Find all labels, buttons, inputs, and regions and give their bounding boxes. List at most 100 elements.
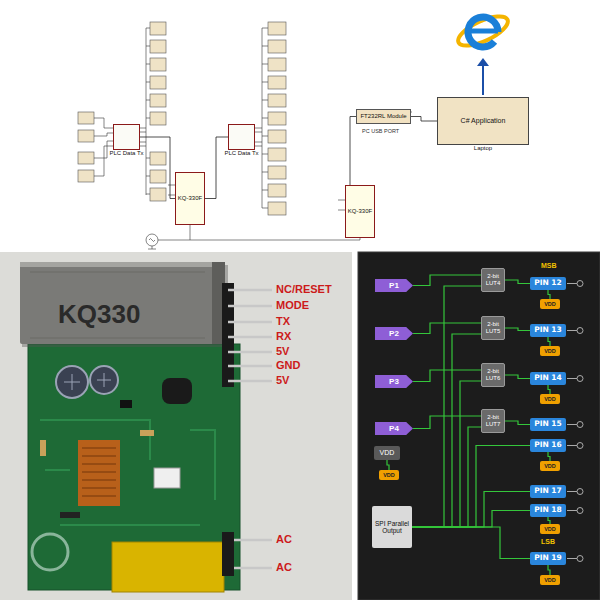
connector-wire (412, 334, 481, 527)
node-text: VDD (544, 526, 556, 532)
node-text: PIN 17 (534, 487, 562, 496)
node-text: VDD (544, 463, 556, 469)
pin-label: RX (276, 330, 291, 343)
application-box: C# ApplicationLaptop (437, 97, 529, 145)
connector-wire (411, 117, 437, 122)
vdd-tag: VDD (540, 394, 560, 404)
bit-order-label: MSB (541, 262, 557, 270)
lut-block: 2-bit LUT6 (481, 363, 505, 387)
connector-wire (505, 375, 530, 379)
upload-arrow (477, 58, 489, 95)
node-text: SPI Parallel Output (373, 520, 411, 535)
node-text: P2 (389, 329, 399, 338)
connector-wire (505, 328, 530, 331)
node-text: KQ-330F (348, 208, 372, 215)
connector-wire (413, 323, 481, 334)
schematic-wires (94, 28, 412, 249)
bit-order-label: LSB (541, 538, 555, 546)
output-pin: PIN 18 (530, 504, 566, 517)
node-caption: PLC Data Tx (109, 150, 143, 157)
pin-label: GND (276, 359, 300, 372)
plc-modem-box: KQ-330F (345, 185, 375, 238)
connector-wire (412, 446, 530, 528)
pin-label: 5V (276, 345, 289, 358)
ic-chip: PLC Data Tx (113, 124, 140, 150)
connector-wire (505, 280, 530, 284)
node-caption: PLC Data Tx (224, 150, 258, 157)
connector-wire (413, 370, 481, 382)
pin-label: TX (276, 315, 290, 328)
node-text: FT232RL Module (360, 113, 406, 120)
port-label: PC USB PORT (362, 128, 399, 134)
module-photo (0, 252, 352, 600)
input-port: P1 (375, 279, 413, 292)
node-text: P1 (389, 281, 399, 290)
node-text: VDD (380, 449, 395, 457)
connector-wire (412, 492, 530, 528)
output-pin: PIN 16 (530, 439, 566, 452)
node-text: 2-bit LUT6 (483, 368, 503, 382)
pin-label: 5V (276, 374, 289, 387)
pin-label: AC (276, 533, 292, 546)
connector-wire (548, 565, 550, 575)
output-pin: PIN 19 (530, 552, 566, 565)
vdd-tag: VDD (540, 524, 560, 534)
vdd-source: VDD (374, 446, 400, 460)
vdd-tag: VDD (540, 346, 560, 356)
browser-logo (454, 11, 511, 52)
node-text: 2-bit LUT7 (483, 414, 503, 428)
vdd-tag: VDD (379, 470, 399, 480)
node-text: PIN 16 (534, 441, 562, 450)
module-marking: KQ330 (58, 300, 140, 330)
node-text: VDD (544, 577, 556, 583)
connector-wire (412, 381, 481, 527)
connector-wire (505, 421, 530, 425)
node-text: PIN 18 (534, 506, 562, 515)
vdd-tag: VDD (540, 575, 560, 585)
usb-module-box: FT232RL Module (356, 109, 411, 124)
connector-wire (412, 286, 481, 527)
lut-block: 2-bit LUT4 (481, 268, 505, 292)
connector-wire (413, 275, 481, 286)
lut-block: 2-bit LUT5 (481, 316, 505, 340)
output-pin: PIN 15 (530, 418, 566, 431)
output-pin: PIN 14 (530, 372, 566, 385)
connector-wire (140, 137, 175, 199)
node-text: VDD (544, 301, 556, 307)
output-pin: PIN 13 (530, 324, 566, 337)
node-text: 2-bit LUT5 (483, 321, 503, 335)
input-port: P2 (375, 327, 413, 340)
node-text: PIN 19 (534, 554, 562, 563)
vdd-tag: VDD (540, 461, 560, 471)
node-text: P3 (389, 377, 399, 386)
node-text: P4 (389, 424, 399, 433)
pin-label: MODE (276, 299, 309, 312)
connector-wire (548, 385, 550, 394)
logic-panel (358, 252, 600, 600)
connector-wire (412, 527, 530, 559)
pin-label: AC (276, 561, 292, 574)
connector-wire (350, 117, 356, 186)
node-text: VDD (544, 348, 556, 354)
vdd-tag: VDD (540, 299, 560, 309)
connector-wire (412, 511, 530, 528)
connector-wire (205, 137, 228, 199)
node-text: VDD (544, 396, 556, 402)
node-text: KQ-330F (178, 195, 202, 202)
connector-wire (548, 517, 550, 524)
node-text: PIN 12 (534, 279, 562, 288)
node-text: 2-bit LUT4 (483, 273, 503, 287)
connector-wire (548, 452, 550, 461)
output-pin: PIN 12 (530, 277, 566, 290)
connector-wire (548, 337, 550, 346)
input-port: P4 (375, 422, 413, 435)
node-text: VDD (383, 472, 395, 478)
lut-block: 2-bit LUT7 (481, 409, 505, 433)
connector-wire (548, 290, 550, 299)
node-text: PIN 14 (534, 374, 562, 383)
spi-block: SPI Parallel Output (372, 506, 412, 548)
input-port: P3 (375, 375, 413, 388)
plc-modem-box: KQ-330F (175, 172, 205, 225)
pin-label: NC/RESET (276, 283, 332, 296)
